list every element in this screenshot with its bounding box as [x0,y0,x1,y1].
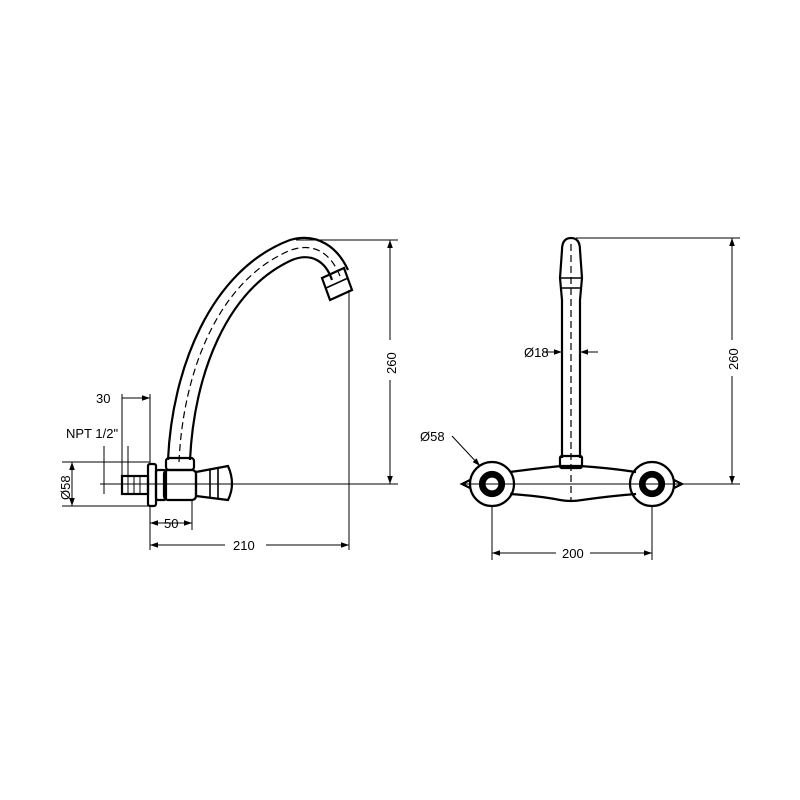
dim-210-label: 210 [233,538,255,553]
dim-front-260: 260 [576,237,741,484]
front-spout [558,236,584,500]
npt-label-group: NPT 1/2" [66,426,129,494]
dim-side-d58-label: Ø58 [58,475,73,500]
dim-50: 50 [149,500,193,550]
dim-side-260: 260 [296,239,399,484]
side-valve-body [120,456,234,508]
dim-side-260-label: 260 [384,352,399,374]
dim-front-d58: Ø58 [420,429,481,467]
dim-200: 200 [491,506,653,561]
side-spout [166,236,354,463]
dim-front-260-label: 260 [726,348,741,370]
front-body [509,464,637,503]
front-view: Ø18 Ø58 200 260 [420,236,741,561]
dim-d18-label: Ø18 [524,345,549,360]
dim-30-label: 30 [96,391,110,406]
dim-50-label: 50 [164,516,178,531]
dim-30: 30 [96,391,151,476]
dim-d18: Ø18 [524,345,598,360]
dim-200-label: 200 [562,546,584,561]
side-view: 30 NPT 1/2" Ø58 50 210 [58,236,399,553]
dim-front-d58-label: Ø58 [420,429,445,444]
npt-label: NPT 1/2" [66,426,118,441]
dim-side-d58: Ø58 [58,461,150,507]
dim-210: 210 [150,290,350,553]
